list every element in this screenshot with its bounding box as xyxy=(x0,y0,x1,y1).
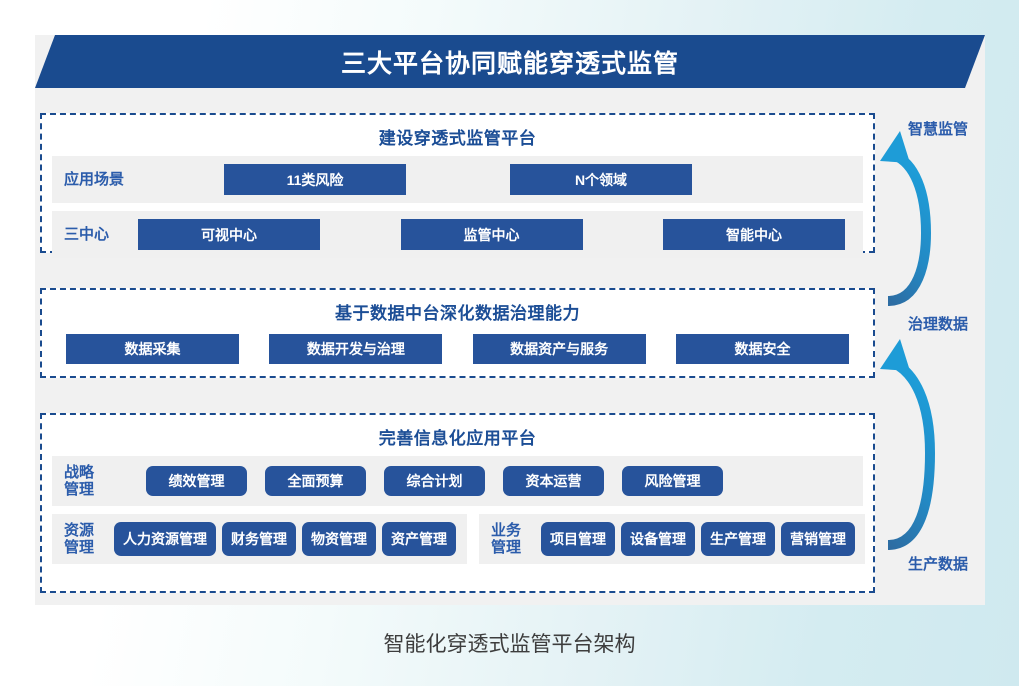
row-strategy-management: 战略 管理 绩效管理 全面预算 综合计划 资本运营 风险管理 xyxy=(52,456,863,506)
label-line-1: 战略 xyxy=(64,463,95,481)
figure-caption: 智能化穿透式监管平台架构 xyxy=(383,633,636,656)
chip-equipment-management[interactable]: 设备管理 xyxy=(621,522,695,556)
chip-material-management[interactable]: 物资管理 xyxy=(302,522,376,556)
architecture-card: 三大平台协同赋能穿透式监管 建设穿透式监管平台 应用场景 11类风险 N个领域 … xyxy=(35,35,985,605)
group-business-management: 业务 管理 项目管理 设备管理 生产管理 营销管理 xyxy=(479,514,865,564)
banner-title: 三大平台协同赋能穿透式监管 xyxy=(340,49,679,78)
chip-data-collection[interactable]: 数据采集 xyxy=(66,334,239,364)
row-resource-business: 资源 管理 人力资源管理 财务管理 物资管理 资产管理 业务 管理 项目管理 设… xyxy=(52,514,865,564)
chip-group: 11类风险 N个领域 xyxy=(138,164,863,195)
flow-rail: 智慧监管 治理数据 生产数据 xyxy=(880,113,985,593)
chip-asset-management[interactable]: 资产管理 xyxy=(382,522,456,556)
arrow-production-to-governance-icon xyxy=(880,339,936,550)
flow-arrows xyxy=(880,131,936,550)
section-title: 基于数据中台深化数据治理能力 xyxy=(335,304,580,323)
chip-performance-management[interactable]: 绩效管理 xyxy=(146,466,247,496)
group-resource-management: 资源 管理 人力资源管理 财务管理 物资管理 资产管理 xyxy=(52,514,467,564)
label-line-2: 管理 xyxy=(64,481,95,498)
section-title: 完善信息化应用平台 xyxy=(378,429,537,448)
chip-marketing-management[interactable]: 营销管理 xyxy=(781,522,855,556)
rail-label-intelligent-supervision: 智慧监管 xyxy=(908,121,969,138)
chip-comprehensive-budget[interactable]: 全面预算 xyxy=(265,466,366,496)
row-label-resource-management: 资源 管理 xyxy=(60,522,114,557)
arrow-governance-to-supervision-icon xyxy=(880,131,932,306)
chip-visual-center[interactable]: 可视中心 xyxy=(138,219,320,250)
chip-capital-operation[interactable]: 资本运营 xyxy=(503,466,604,496)
chip-group: 人力资源管理 财务管理 物资管理 资产管理 xyxy=(114,522,456,556)
section-data-middle-platform: 基于数据中台深化数据治理能力 数据采集 数据开发与治理 数据资产与服务 数据安全 xyxy=(40,288,875,378)
section-informatization-platform: 完善信息化应用平台 战略 管理 绩效管理 全面预算 综合计划 资本运营 风险管理… xyxy=(40,413,875,593)
chip-n-domains[interactable]: N个领域 xyxy=(510,164,692,195)
row-label-strategy-management: 战略 管理 xyxy=(52,464,138,499)
chip-data-assets-services[interactable]: 数据资产与服务 xyxy=(472,334,646,364)
row-three-centers: 三中心 可视中心 监管中心 智能中心 xyxy=(52,211,863,258)
chip-production-management[interactable]: 生产管理 xyxy=(701,522,775,556)
chip-risk-management[interactable]: 风险管理 xyxy=(622,466,723,496)
chip-data-development-governance[interactable]: 数据开发与治理 xyxy=(269,334,443,364)
chip-intelligent-center[interactable]: 智能中心 xyxy=(663,219,845,250)
chip-group: 可视中心 监管中心 智能中心 xyxy=(138,219,863,250)
label-line-1: 业务 xyxy=(491,521,522,539)
label-line-2: 管理 xyxy=(491,539,522,556)
section-title: 建设穿透式监管平台 xyxy=(378,129,537,148)
chip-integrated-planning[interactable]: 综合计划 xyxy=(384,466,485,496)
chip-group: 数据采集 数据开发与治理 数据资产与服务 数据安全 xyxy=(66,334,849,364)
label-line-1: 资源 xyxy=(64,521,95,539)
label-line-2: 管理 xyxy=(64,539,95,556)
banner: 三大平台协同赋能穿透式监管 xyxy=(35,35,985,88)
section-supervision-platform: 建设穿透式监管平台 应用场景 11类风险 N个领域 三中心 可视中心 监管中心 … xyxy=(40,113,875,258)
chip-human-resource-management[interactable]: 人力资源管理 xyxy=(114,522,216,556)
row-label-three-centers: 三中心 xyxy=(64,225,110,243)
row-application-scenarios: 应用场景 11类风险 N个领域 xyxy=(52,156,863,203)
chip-11-risks[interactable]: 11类风险 xyxy=(224,164,406,195)
chip-project-management[interactable]: 项目管理 xyxy=(541,522,615,556)
chip-supervision-center[interactable]: 监管中心 xyxy=(400,219,583,250)
rail-label-govern-data: 治理数据 xyxy=(908,316,969,333)
row-label-application-scenarios: 应用场景 xyxy=(64,170,125,188)
chip-group: 绩效管理 全面预算 综合计划 资本运营 风险管理 xyxy=(138,466,863,496)
rail-label-production-data: 生产数据 xyxy=(908,556,969,573)
chip-data-security[interactable]: 数据安全 xyxy=(675,334,849,364)
chip-group: 项目管理 设备管理 生产管理 营销管理 xyxy=(541,522,855,556)
chip-finance-management[interactable]: 财务管理 xyxy=(222,522,296,556)
row-label-business-management: 业务 管理 xyxy=(487,522,541,557)
